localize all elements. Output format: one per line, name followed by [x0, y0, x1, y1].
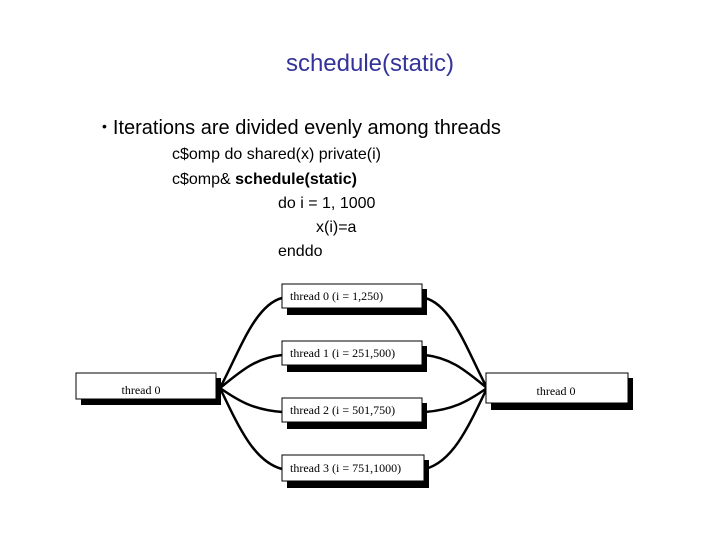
thread-box-2-label: thread 2 (i = 501,750) — [290, 403, 395, 417]
thread-box-3: thread 3 (i = 751,1000) — [281, 454, 429, 488]
code-line-2-schedule: schedule(static) — [235, 171, 357, 188]
code-line-1: c$omp do shared(x) private(i) — [172, 146, 381, 163]
thread-box-0-label: thread 0 (i = 1,250) — [290, 289, 383, 303]
fork-line-1 — [219, 353, 283, 389]
left-thread-label: thread 0 — [122, 383, 161, 397]
thread-box-3-label: thread 3 (i = 751,1000) — [290, 461, 401, 475]
code-line-2: c$omp& schedule(static) — [172, 171, 357, 189]
code-line-3: do i = 1, 1000 — [278, 195, 376, 212]
join-lines — [424, 296, 489, 471]
join-line-1 — [424, 353, 488, 389]
fork-line-2 — [219, 386, 283, 414]
bullet-text: Iterations are divided evenly among thre… — [112, 117, 501, 139]
code-line-2-prefix: c$omp& — [172, 171, 236, 188]
join-line-3 — [424, 387, 489, 471]
join-line-2 — [424, 386, 488, 414]
code-line-5: enddo — [278, 243, 323, 260]
slide-title: schedule(static) — [285, 50, 455, 77]
join-line-0 — [424, 296, 489, 389]
fork-line-0 — [218, 296, 283, 389]
fork-line-3 — [218, 387, 283, 471]
thread-box-1-label: thread 1 (i = 251,500) — [290, 346, 395, 360]
left-thread-box: thread 0 — [75, 372, 221, 405]
code-line-4: x(i)=a — [316, 219, 357, 236]
right-thread-label: thread 0 — [537, 384, 576, 398]
right-thread-box: thread 0 — [485, 372, 633, 410]
thread-box-0: thread 0 (i = 1,250) — [281, 283, 427, 315]
bullet-dot-icon: • — [102, 118, 107, 134]
fork-lines — [218, 296, 283, 471]
thread-box-2: thread 2 (i = 501,750) — [281, 397, 427, 429]
thread-box-1: thread 1 (i = 251,500) — [281, 340, 427, 372]
bullet-point: • Iterations are divided evenly among thr… — [102, 117, 501, 140]
